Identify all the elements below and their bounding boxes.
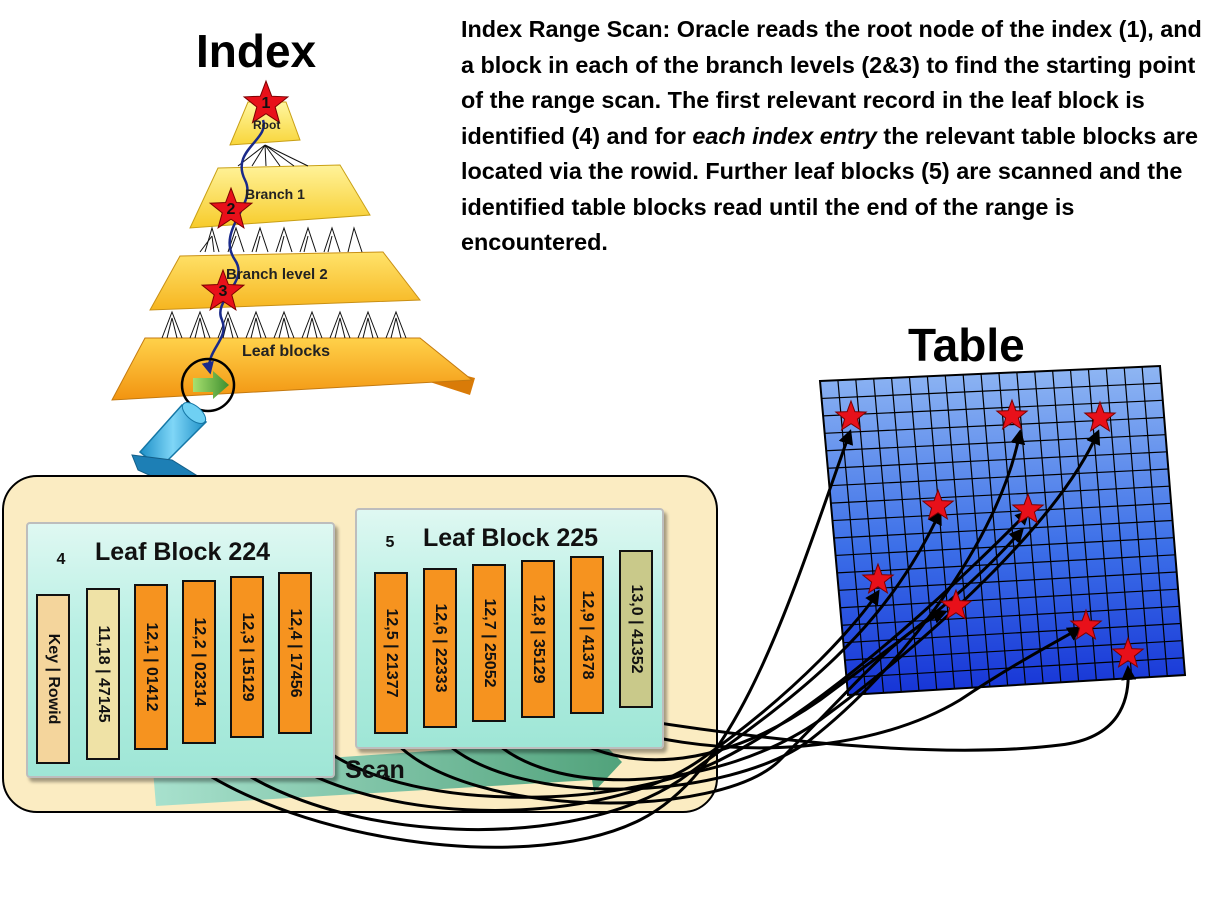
entry-text: 12,1 | 01412 [143, 622, 160, 712]
leaf-224-entry: 12,4 | 17456 [278, 572, 312, 734]
table-grid-line [833, 519, 1173, 539]
step-1-number: 1 [261, 95, 271, 112]
description-part-2: the relevant table blocks are located vi… [461, 122, 1199, 256]
leaf-224-entry-header: Key | Rowid [36, 594, 70, 764]
leaf-225-entry: 12,8 | 35129 [521, 560, 555, 718]
table-block-star-icon [1069, 608, 1103, 641]
entry-text: 12,7 | 25052 [481, 598, 498, 688]
entry-text: 12,3 | 15129 [239, 612, 256, 702]
rowid-arrow [163, 429, 854, 849]
leaf-start-circle [180, 357, 236, 413]
table-grid-line [835, 537, 1174, 557]
traversal-path-line [201, 119, 266, 375]
table-block-star-icon [995, 398, 1029, 431]
index-title: Index [196, 25, 317, 77]
table-grid-line [826, 434, 1166, 452]
step-3-number: 3 [218, 283, 228, 300]
table-grid-line [832, 502, 1172, 522]
green-right-arrow-icon [193, 371, 229, 399]
pyramid-connector-lines [161, 144, 407, 339]
table-block-star-icon [861, 562, 895, 595]
entry-text: 12,5 | 21377 [383, 608, 400, 698]
rowid-arrow [443, 429, 1026, 791]
leaf-225-entry: 12,6 | 22333 [423, 568, 457, 728]
pipe-connector [131, 402, 208, 481]
index-pyramid [111, 101, 475, 413]
leaf-225-entry: 12,7 | 25052 [472, 564, 506, 722]
step-5-number: 5 [385, 534, 395, 551]
table-block-star-icon [834, 399, 868, 432]
leaf-224-entry: 12,2 | 02314 [182, 580, 216, 744]
rowid-arrow [494, 429, 1101, 782]
table-grid-line [827, 451, 1167, 469]
scan-label: Scan [345, 756, 405, 784]
pipe-top-opening [181, 402, 207, 424]
description-italic: each index entry [692, 122, 877, 149]
table-block-star-icon [939, 588, 973, 621]
rowid-arrow [314, 509, 1031, 799]
entry-text: 13,0 | 41352 [628, 584, 645, 674]
branch2-label: Branch level 2 [226, 266, 328, 283]
rowid-arrows [163, 429, 1137, 849]
entry-text: 12,8 | 35129 [530, 594, 547, 684]
entry-text: 11,18 | 47145 [95, 625, 112, 723]
entry-text: 12,9 | 41378 [579, 590, 596, 680]
entry-text: 12,6 | 22333 [432, 603, 449, 693]
table-grid-line [841, 605, 1180, 626]
table-block-star-icon [1111, 636, 1145, 669]
step-4-number: 4 [56, 551, 66, 568]
rowid-arrow [544, 527, 1024, 762]
table-title: Table [908, 319, 1025, 371]
leaf-224-entry: 12,1 | 01412 [134, 584, 168, 750]
table-grid-line [824, 416, 1165, 434]
leaf-blocks-label: Leaf blocks [242, 343, 331, 360]
leaf-224-entry: 12,3 | 15129 [230, 576, 264, 738]
leaf-225-entry: 12,5 | 21377 [374, 572, 408, 734]
rowid-arrow [614, 665, 1137, 752]
table-grid-line [840, 588, 1179, 609]
table-block-star-icon [1011, 492, 1045, 525]
leaf-block-224-title: Leaf Block 224 [95, 538, 271, 566]
table-grid-line [837, 554, 1176, 574]
entry-text: Key | Rowid [45, 633, 62, 725]
description-text: Index Range Scan: Oracle reads the root … [461, 12, 1206, 261]
table-grid [818, 364, 1187, 697]
step-2-star-icon [208, 186, 254, 229]
step-1-star-icon [242, 79, 290, 124]
branch1-label: Branch 1 [245, 186, 305, 202]
step-2-number: 2 [226, 201, 236, 218]
description-part-1: Index Range Scan: Oracle reads the root … [461, 16, 1202, 149]
table-grid-line [823, 399, 1163, 417]
table-grid-line [821, 382, 1162, 400]
table-grid-line [829, 468, 1169, 487]
table-block-star-icon [1083, 400, 1117, 433]
leaf-224-entry: 11,18 | 47145 [86, 588, 120, 760]
table-block-star-icon [921, 488, 955, 521]
rowid-arrow [203, 509, 942, 832]
leaf-block-225-title: Leaf Block 225 [423, 524, 599, 552]
root-label: Root [253, 118, 281, 132]
leaf-225-entry: 12,9 | 41378 [570, 556, 604, 714]
entry-text: 12,4 | 17456 [287, 608, 304, 698]
entry-text: 12,2 | 02314 [191, 617, 208, 707]
leaf-225-entry: 13,0 | 41352 [619, 550, 653, 708]
step-3-star-icon [200, 268, 246, 311]
rowid-arrow [594, 626, 1083, 750]
